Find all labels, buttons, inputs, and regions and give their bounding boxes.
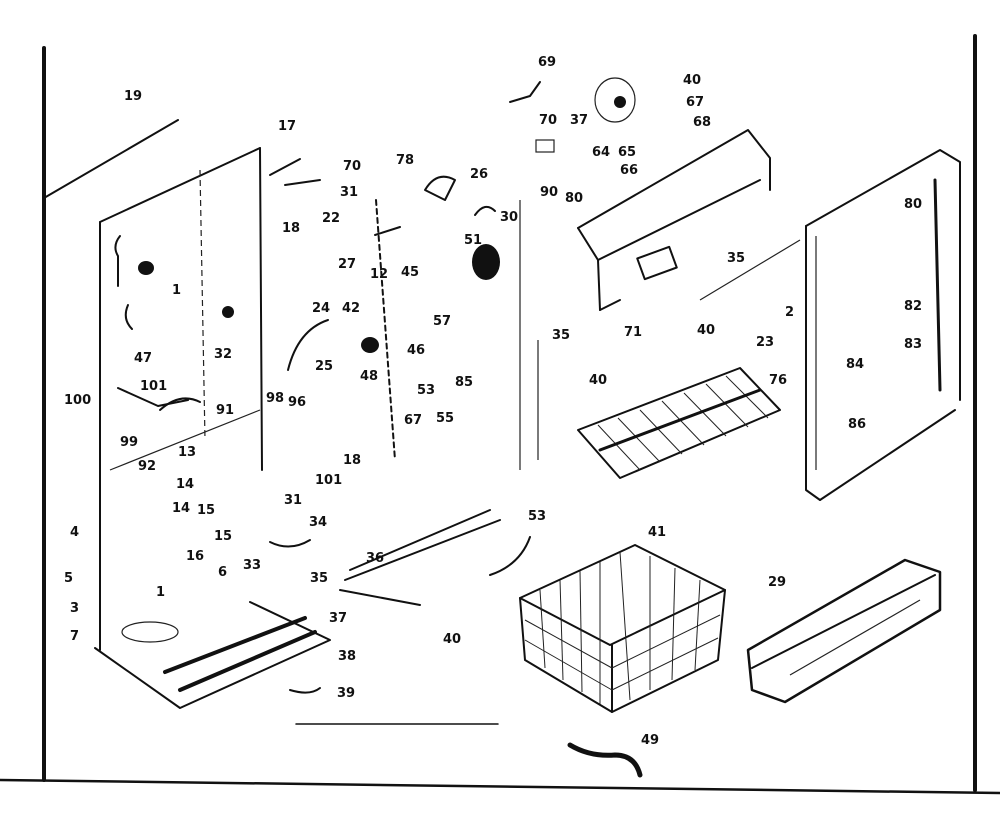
label-51: 51 [464, 233, 482, 248]
label-4: 4 [70, 525, 79, 540]
label-55: 55 [436, 411, 454, 426]
wire-basket [519, 544, 726, 713]
label-27: 27 [338, 257, 356, 272]
label-17: 17 [278, 119, 296, 134]
label-57: 57 [433, 314, 451, 329]
label-24: 24 [312, 301, 330, 316]
label-100: 100 [64, 393, 91, 408]
part-49-bracket [567, 742, 643, 778]
label-48: 48 [360, 369, 378, 384]
label-5: 5 [64, 571, 73, 586]
label-66: 66 [620, 163, 638, 178]
label-90: 90 [540, 185, 558, 200]
label-30: 30 [500, 210, 518, 225]
label-37b: 37 [329, 611, 347, 626]
label-53b: 53 [528, 509, 546, 524]
label-36: 36 [366, 551, 384, 566]
label-35a: 35 [727, 251, 745, 266]
label-82: 82 [904, 299, 922, 314]
label-32: 32 [214, 347, 232, 362]
label-67: 67 [686, 95, 704, 110]
label-71: 71 [624, 325, 642, 340]
label-83: 83 [904, 337, 922, 352]
label-29: 29 [768, 575, 786, 590]
label-18b: 18 [343, 453, 361, 468]
frame-lines [0, 34, 1000, 795]
label-33: 33 [243, 558, 261, 573]
label-38: 38 [338, 649, 356, 664]
label-40a: 40 [697, 323, 715, 338]
label-91a: 91 [216, 403, 234, 418]
label-3: 3 [70, 601, 79, 616]
label-99: 99 [120, 435, 138, 450]
label-16: 16 [186, 549, 204, 564]
label-101a: 101 [140, 379, 167, 394]
label-69: 69 [538, 55, 556, 70]
label-31: 31 [340, 185, 358, 200]
label-2: 2 [785, 305, 794, 320]
label-101b: 101 [315, 473, 342, 488]
label-23: 23 [756, 335, 774, 350]
label-41: 41 [648, 525, 666, 540]
label-42: 42 [342, 301, 360, 316]
label-18a: 18 [282, 221, 300, 236]
wire-shelf [577, 367, 781, 479]
label-78: 78 [396, 153, 414, 168]
label-19: 19 [124, 89, 142, 104]
label-40b: 40 [589, 373, 607, 388]
label-1b: 1 [156, 585, 165, 600]
cabinet-liner [43, 119, 331, 709]
label-85: 85 [455, 375, 473, 390]
label-40: 40 [683, 73, 701, 88]
label-92: 92 [138, 459, 156, 474]
label-35b: 35 [552, 328, 570, 343]
middle-components [117, 77, 636, 725]
label-49: 49 [641, 733, 659, 748]
label-34: 34 [309, 515, 327, 530]
label-45: 45 [401, 265, 419, 280]
label-70b: 70 [539, 113, 557, 128]
label-64: 64 [592, 145, 610, 160]
label-76: 76 [769, 373, 787, 388]
label-39: 39 [337, 686, 355, 701]
label-68: 68 [693, 115, 711, 130]
label-84: 84 [846, 357, 864, 372]
label-96: 96 [288, 395, 306, 410]
label-25: 25 [315, 359, 333, 374]
label-14a: 14 [172, 501, 190, 516]
label-40c: 40 [443, 632, 461, 647]
label-67b: 67 [404, 413, 422, 428]
label-22: 22 [322, 211, 340, 226]
label-46: 46 [407, 343, 425, 358]
label-15b: 15 [214, 529, 232, 544]
label-7: 7 [70, 629, 79, 644]
label-26: 26 [470, 167, 488, 182]
part-labels: 19 17 70 31 78 26 69 40 67 70 37 68 64 6… [64, 55, 922, 748]
label-14b: 14 [176, 477, 194, 492]
label-12: 12 [370, 267, 388, 282]
label-1: 1 [172, 283, 181, 298]
label-65: 65 [618, 145, 636, 160]
label-47: 47 [134, 351, 152, 366]
label-15a: 15 [197, 503, 215, 518]
label-31b: 31 [284, 493, 302, 508]
label-37: 37 [570, 113, 588, 128]
label-35c: 35 [310, 571, 328, 586]
label-13: 13 [178, 445, 196, 460]
label-80b: 80 [904, 197, 922, 212]
label-98: 98 [266, 391, 284, 406]
label-53a: 53 [417, 383, 435, 398]
label-80a: 80 [565, 191, 583, 206]
evaporator-cover [577, 129, 801, 311]
crisper-cover [746, 558, 942, 704]
label-86: 86 [848, 417, 866, 432]
label-6: 6 [218, 565, 227, 580]
label-70: 70 [343, 159, 361, 174]
right-panel [805, 149, 961, 501]
